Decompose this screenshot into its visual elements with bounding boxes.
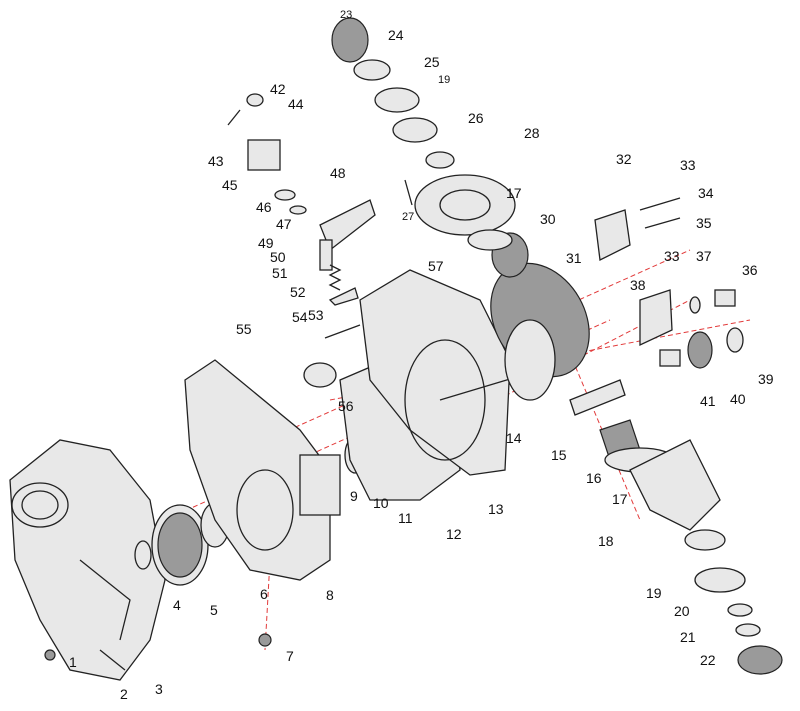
part-label: 54 bbox=[292, 309, 308, 325]
part-label: 22 bbox=[700, 652, 716, 668]
part-label: 56 bbox=[338, 398, 354, 414]
part-label: 1 bbox=[69, 654, 77, 670]
part-label: 44 bbox=[288, 96, 304, 112]
part-label: 13 bbox=[488, 501, 504, 517]
part-label: 16 bbox=[586, 470, 602, 486]
part-label: 35 bbox=[696, 215, 712, 231]
part-label: 45 bbox=[222, 177, 238, 193]
part-label: 28 bbox=[524, 125, 540, 141]
part-label: 25 bbox=[424, 54, 440, 70]
part-label: 12 bbox=[446, 526, 462, 542]
part-label: 15 bbox=[551, 447, 567, 463]
part-label: 52 bbox=[290, 284, 306, 300]
part-label: 17 bbox=[506, 185, 522, 201]
part-label: 21 bbox=[680, 629, 696, 645]
part-label: 36 bbox=[742, 262, 758, 278]
shift-mechanism bbox=[227, 93, 376, 306]
part-label: 11 bbox=[398, 510, 413, 526]
part-label: 4 bbox=[173, 597, 181, 613]
part-label: 37 bbox=[696, 248, 712, 264]
part-label: 57 bbox=[428, 258, 444, 274]
part-label: 33 bbox=[664, 248, 680, 264]
part-label: 17 bbox=[612, 491, 628, 507]
part-label: 20 bbox=[674, 603, 690, 619]
part-label: 26 bbox=[468, 110, 484, 126]
part-label: 9 bbox=[350, 488, 358, 504]
differential bbox=[569, 379, 783, 675]
part-labels: 23 24 25 19 26 28 42 44 43 45 46 48 47 4… bbox=[69, 9, 774, 702]
top-pinion-assembly bbox=[331, 17, 516, 251]
part-label: 49 bbox=[258, 235, 274, 251]
part-label: 19 bbox=[646, 585, 662, 601]
part-label: 3 bbox=[155, 681, 163, 697]
part-label: 47 bbox=[276, 216, 292, 232]
part-label: 30 bbox=[540, 211, 556, 227]
part-label: 31 bbox=[566, 250, 582, 266]
part-label: 27 bbox=[402, 211, 414, 223]
part-label: 7 bbox=[286, 648, 294, 664]
part-label: 38 bbox=[630, 277, 646, 293]
part-label: 24 bbox=[388, 27, 404, 43]
part-label: 40 bbox=[730, 391, 746, 407]
part-label: 55 bbox=[236, 321, 252, 337]
part-label: 2 bbox=[120, 686, 128, 702]
main-housing bbox=[324, 269, 541, 476]
part-label: 8 bbox=[326, 587, 334, 603]
part-label: 51 bbox=[272, 265, 288, 281]
part-label: 48 bbox=[330, 165, 346, 181]
part-label: 39 bbox=[758, 371, 774, 387]
part-label: 6 bbox=[260, 586, 268, 602]
middle-housing bbox=[184, 359, 341, 647]
gear bbox=[134, 502, 230, 586]
part-label: 19 bbox=[438, 74, 450, 86]
part-label: 5 bbox=[210, 602, 218, 618]
part-label: 34 bbox=[698, 185, 714, 201]
part-label: 32 bbox=[616, 151, 632, 167]
part-label: 41 bbox=[700, 393, 716, 409]
right-parts bbox=[594, 197, 744, 369]
part-label: 14 bbox=[506, 430, 522, 446]
part-label: 18 bbox=[598, 533, 614, 549]
part-label: 46 bbox=[256, 199, 272, 215]
part-label: 23 bbox=[340, 9, 352, 21]
part-label: 43 bbox=[208, 153, 224, 169]
part-label: 33 bbox=[680, 157, 696, 173]
part-label: 50 bbox=[270, 249, 286, 265]
part-label: 42 bbox=[270, 81, 286, 97]
front-cover bbox=[9, 439, 166, 681]
ring-gear bbox=[490, 232, 590, 401]
part-label: 10 bbox=[373, 495, 389, 511]
part-label: 53 bbox=[308, 307, 324, 323]
